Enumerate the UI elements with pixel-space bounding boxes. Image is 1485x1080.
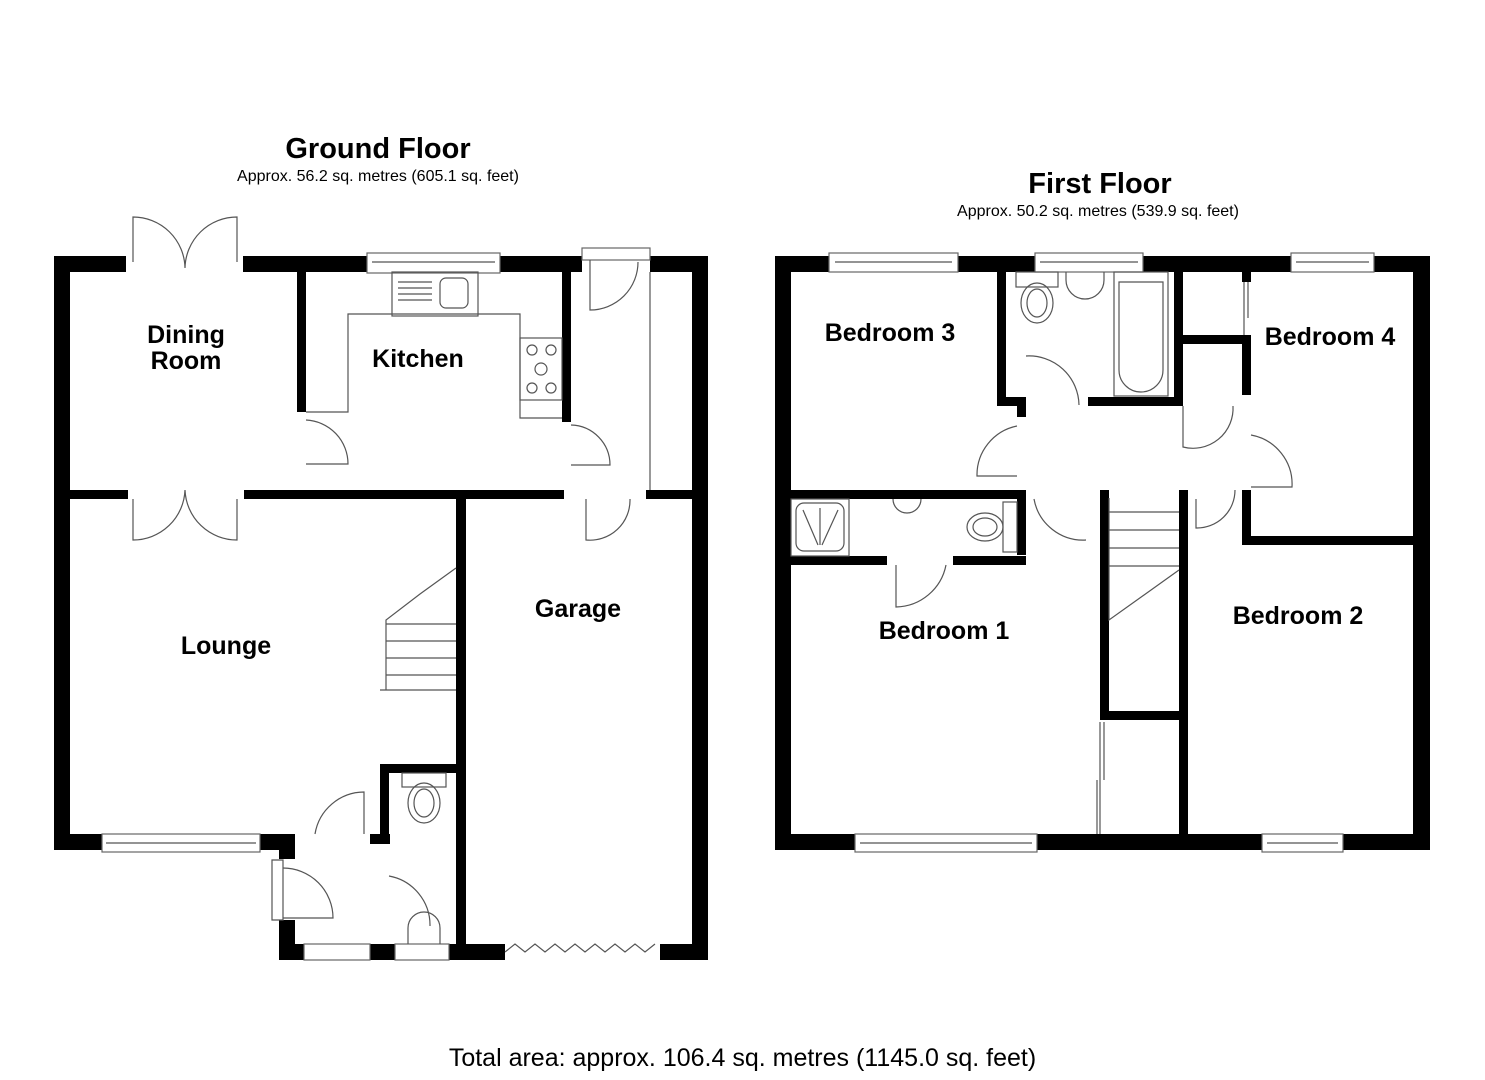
- ground-floor-title: Ground Floor: [285, 133, 471, 165]
- room-label-bedroom-2: Bedroom 2: [1232, 602, 1364, 630]
- room-label-dining-room: Dining Room: [126, 322, 246, 374]
- total-area: Total area: approx. 106.4 sq. metres (11…: [448, 1044, 1037, 1072]
- ground-floor-plan: [54, 216, 708, 961]
- room-label-kitchen: Kitchen: [372, 345, 464, 373]
- room-label-bedroom-3: Bedroom 3: [824, 319, 956, 347]
- room-label-garage: Garage: [534, 595, 622, 623]
- first-floor-area: Approx. 50.2 sq. metres (539.9 sq. feet): [957, 203, 1239, 220]
- dining-line-2: Room: [150, 347, 222, 375]
- room-label-bedroom-4: Bedroom 4: [1264, 323, 1396, 351]
- first-floor-plan: [775, 252, 1430, 853]
- ground-floor-area: Approx. 56.2 sq. metres (605.1 sq. feet): [237, 168, 519, 185]
- first-floor-title: First Floor: [1028, 168, 1172, 200]
- dining-line-1: Dining: [147, 321, 225, 349]
- room-label-bedroom-1: Bedroom 1: [878, 617, 1010, 645]
- room-label-lounge: Lounge: [180, 632, 272, 660]
